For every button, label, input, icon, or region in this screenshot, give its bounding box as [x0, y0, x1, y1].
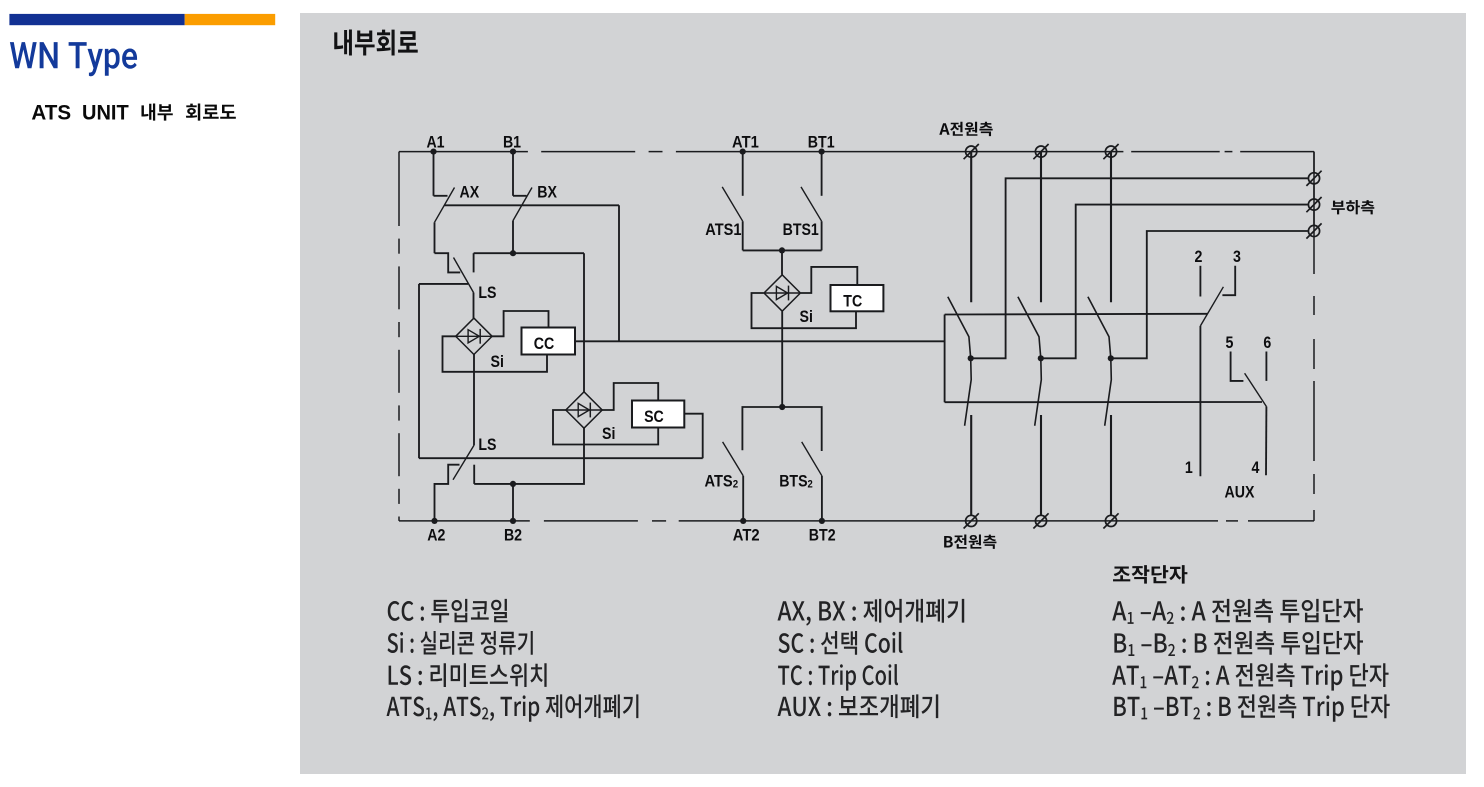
svg-text:A2: A2	[427, 527, 445, 545]
svg-text:TC: TC	[843, 292, 862, 310]
svg-text:Si: Si	[800, 308, 813, 326]
svg-text:AT1: AT1	[732, 134, 759, 152]
svg-text:3: 3	[1233, 248, 1241, 266]
svg-text:BT2: BT2	[809, 527, 836, 545]
svg-text:ATS: ATS	[31, 101, 71, 124]
svg-text:SC: SC	[644, 408, 664, 426]
svg-text:6: 6	[1263, 334, 1271, 352]
svg-text:BX: BX	[537, 184, 557, 202]
svg-text:B1: B1	[503, 134, 521, 152]
svg-text:LS: LS	[478, 436, 496, 454]
svg-text:ATS1: ATS1	[705, 221, 741, 239]
svg-text:2: 2	[1195, 248, 1203, 266]
svg-text:AX: AX	[460, 184, 480, 202]
svg-text:A1: A1	[426, 134, 444, 152]
svg-text:4: 4	[1252, 459, 1260, 477]
svg-text:Si: Si	[491, 353, 504, 371]
svg-text:AUX: AUX	[1225, 484, 1255, 502]
svg-text:B2: B2	[504, 527, 522, 545]
svg-text:AT2: AT2	[733, 527, 760, 545]
svg-text:Si: Si	[602, 425, 615, 443]
svg-text:CC: CC	[534, 335, 555, 353]
svg-text:BTS1: BTS1	[783, 221, 819, 239]
svg-text:5: 5	[1226, 334, 1234, 352]
svg-text:UNIT: UNIT	[82, 101, 129, 124]
svg-text:BT1: BT1	[808, 134, 835, 152]
svg-text:1: 1	[1185, 459, 1193, 477]
svg-text:LS: LS	[478, 284, 496, 302]
